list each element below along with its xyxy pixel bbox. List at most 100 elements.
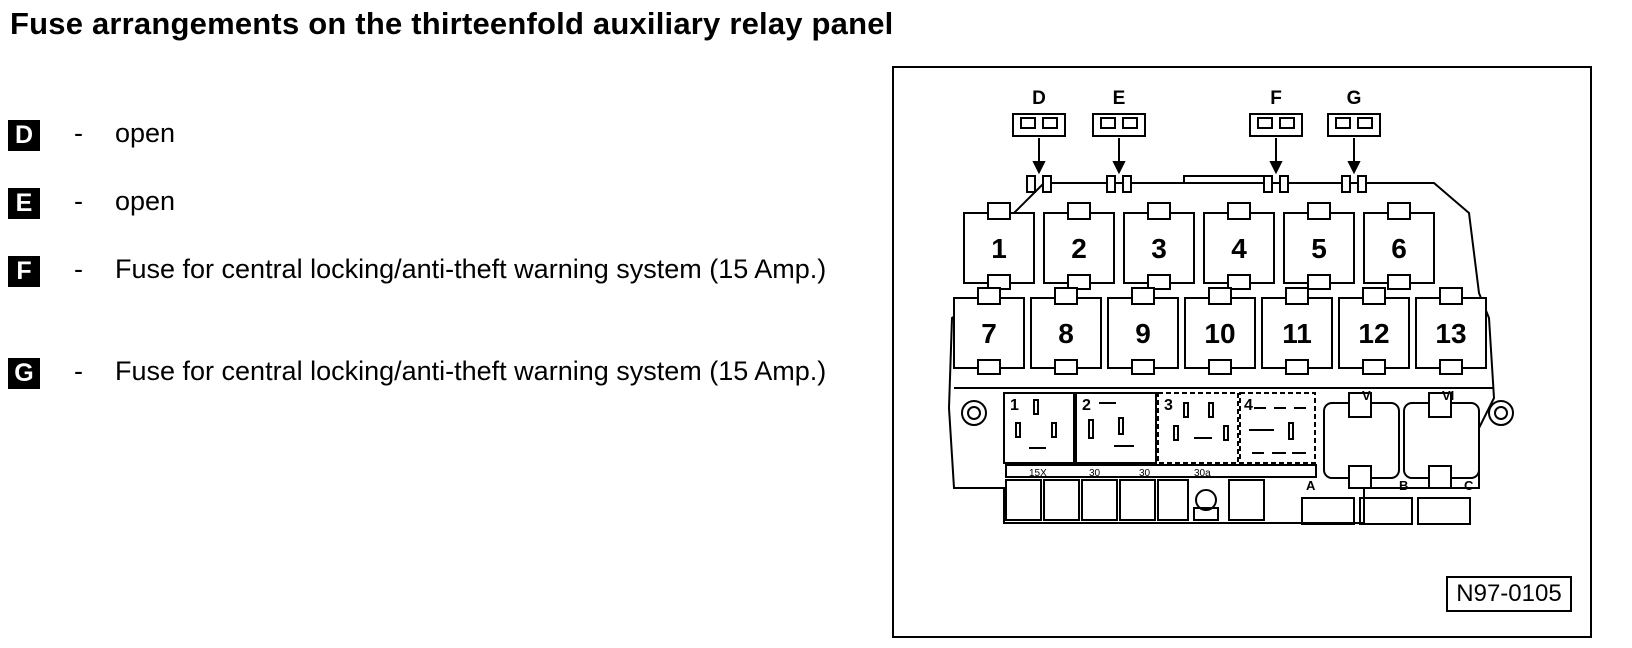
legend-dash: - — [74, 356, 83, 386]
fuse-slot — [1263, 175, 1273, 193]
section-number-3: 3 — [1164, 397, 1173, 414]
legend-text-f: Fuse for central locking/anti-theft warn… — [115, 254, 827, 284]
relay-slot-11 — [1261, 297, 1333, 369]
terminal-marks — [1015, 399, 1306, 454]
relay-slot-13 — [1415, 297, 1487, 369]
relay-tab-bottom — [1387, 274, 1411, 290]
mount-bolt-left-inner — [967, 406, 981, 420]
terminal-strip — [1005, 464, 1317, 478]
plug-c — [1417, 497, 1471, 525]
fuse-terminal — [1357, 117, 1373, 129]
relay-tab-top — [1362, 287, 1386, 305]
connector-label-v: V — [1362, 388, 1371, 403]
relay-tab-top — [1131, 287, 1155, 305]
relay-slot-10 — [1184, 297, 1256, 369]
relay-tab-bottom — [1054, 359, 1078, 375]
relay-tab-top — [1285, 287, 1309, 305]
connector-v-latch — [1348, 465, 1372, 489]
fuse-arrow-head — [1112, 161, 1126, 175]
mount-bolt-right — [1488, 400, 1514, 426]
bottom-pins — [1005, 479, 1265, 521]
fuse-terminal — [1020, 117, 1036, 129]
relay-tab-top — [987, 202, 1011, 220]
relay-number-7: 7 — [981, 318, 997, 349]
relay-number-12: 12 — [1358, 318, 1389, 349]
fuse-slot — [1122, 175, 1132, 193]
section-block-3 — [1157, 392, 1239, 464]
fuse-slot — [1042, 175, 1052, 193]
plug-label-a: A — [1306, 478, 1316, 493]
section-block-2 — [1075, 392, 1157, 464]
relay-tab-top — [1054, 287, 1078, 305]
fuse-connector-body — [1327, 113, 1381, 137]
section-number-2: 2 — [1082, 397, 1091, 414]
fuse-label-d: D — [1032, 88, 1046, 109]
fuse-terminal — [1335, 117, 1351, 129]
relay-slot-12 — [1338, 297, 1410, 369]
relay-tab-bottom — [1227, 274, 1251, 290]
relay-tab-bottom — [977, 359, 1001, 375]
relay-number-4: 4 — [1231, 233, 1247, 264]
terminal-label-15x: 15X — [1029, 468, 1047, 479]
fuse-terminal — [1279, 117, 1295, 129]
terminal-label-30: 30 — [1089, 468, 1101, 479]
fuse-terminal — [1042, 117, 1058, 129]
legend-key-e: E — [8, 188, 40, 219]
fuse-slot — [1279, 175, 1289, 193]
fuse-label-e: E — [1113, 88, 1126, 109]
terminal-label-30a: 30a — [1194, 468, 1211, 479]
relay-number-3: 3 — [1151, 233, 1167, 264]
relay-number-11: 11 — [1282, 318, 1312, 349]
plug-label-b: B — [1399, 478, 1408, 493]
reference-number: N97-0105 — [1446, 576, 1572, 612]
relay-tab-top — [1307, 202, 1331, 220]
relay-slot-2 — [1043, 212, 1115, 284]
relay-tab-bottom — [1307, 274, 1331, 290]
relay-tab-bottom — [1208, 359, 1232, 375]
relay-tab-top — [1387, 202, 1411, 220]
fuse-terminal — [1100, 117, 1116, 129]
legend-dash: - — [74, 118, 83, 148]
fuse-connector-body — [1012, 113, 1066, 137]
relay-tab-top — [1227, 202, 1251, 220]
legend-key-g: G — [8, 358, 40, 389]
section-block-1 — [1003, 392, 1075, 464]
connector-label-vi: VI — [1442, 388, 1454, 403]
panel-top-bump — [1183, 175, 1265, 183]
fuse-label-g: G — [1347, 88, 1362, 109]
fuse-slot — [1106, 175, 1116, 193]
legend-text-e: open — [115, 186, 176, 216]
section-number-4: 4 — [1244, 397, 1253, 414]
section-number-1: 1 — [1010, 397, 1019, 414]
relay-tab-bottom — [1439, 359, 1463, 375]
relay-tab-top — [1439, 287, 1463, 305]
legend-text-d: open — [115, 118, 176, 148]
legend-key-f: F — [8, 256, 40, 287]
relay-number-5: 5 — [1311, 233, 1327, 264]
relay-number-2: 2 — [1071, 233, 1087, 264]
relay-tab-bottom — [1067, 274, 1091, 290]
relay-slot-9 — [1107, 297, 1179, 369]
legend-dash: - — [74, 254, 83, 284]
fuse-connector-body — [1249, 113, 1303, 137]
legend-text-g: Fuse for central locking/anti-theft warn… — [115, 356, 827, 386]
relay-tab-bottom — [1147, 274, 1171, 290]
page-title: Fuse arrangements on the thirteenfold au… — [10, 6, 894, 41]
fuse-slot — [1357, 175, 1367, 193]
fuse-slot — [1026, 175, 1036, 193]
legend-dash: - — [74, 186, 83, 216]
relay-number-13: 13 — [1435, 318, 1466, 349]
relay-number-9: 9 — [1135, 318, 1151, 349]
terminal-label-30-b: 30 — [1139, 468, 1151, 479]
fuse-terminal — [1257, 117, 1273, 129]
connector-v-tab — [1348, 392, 1372, 418]
mount-bolt-left — [961, 400, 987, 426]
relay-tab-top — [977, 287, 1001, 305]
fuse-arrow-head — [1032, 161, 1046, 175]
relay-number-6: 6 — [1391, 233, 1407, 264]
